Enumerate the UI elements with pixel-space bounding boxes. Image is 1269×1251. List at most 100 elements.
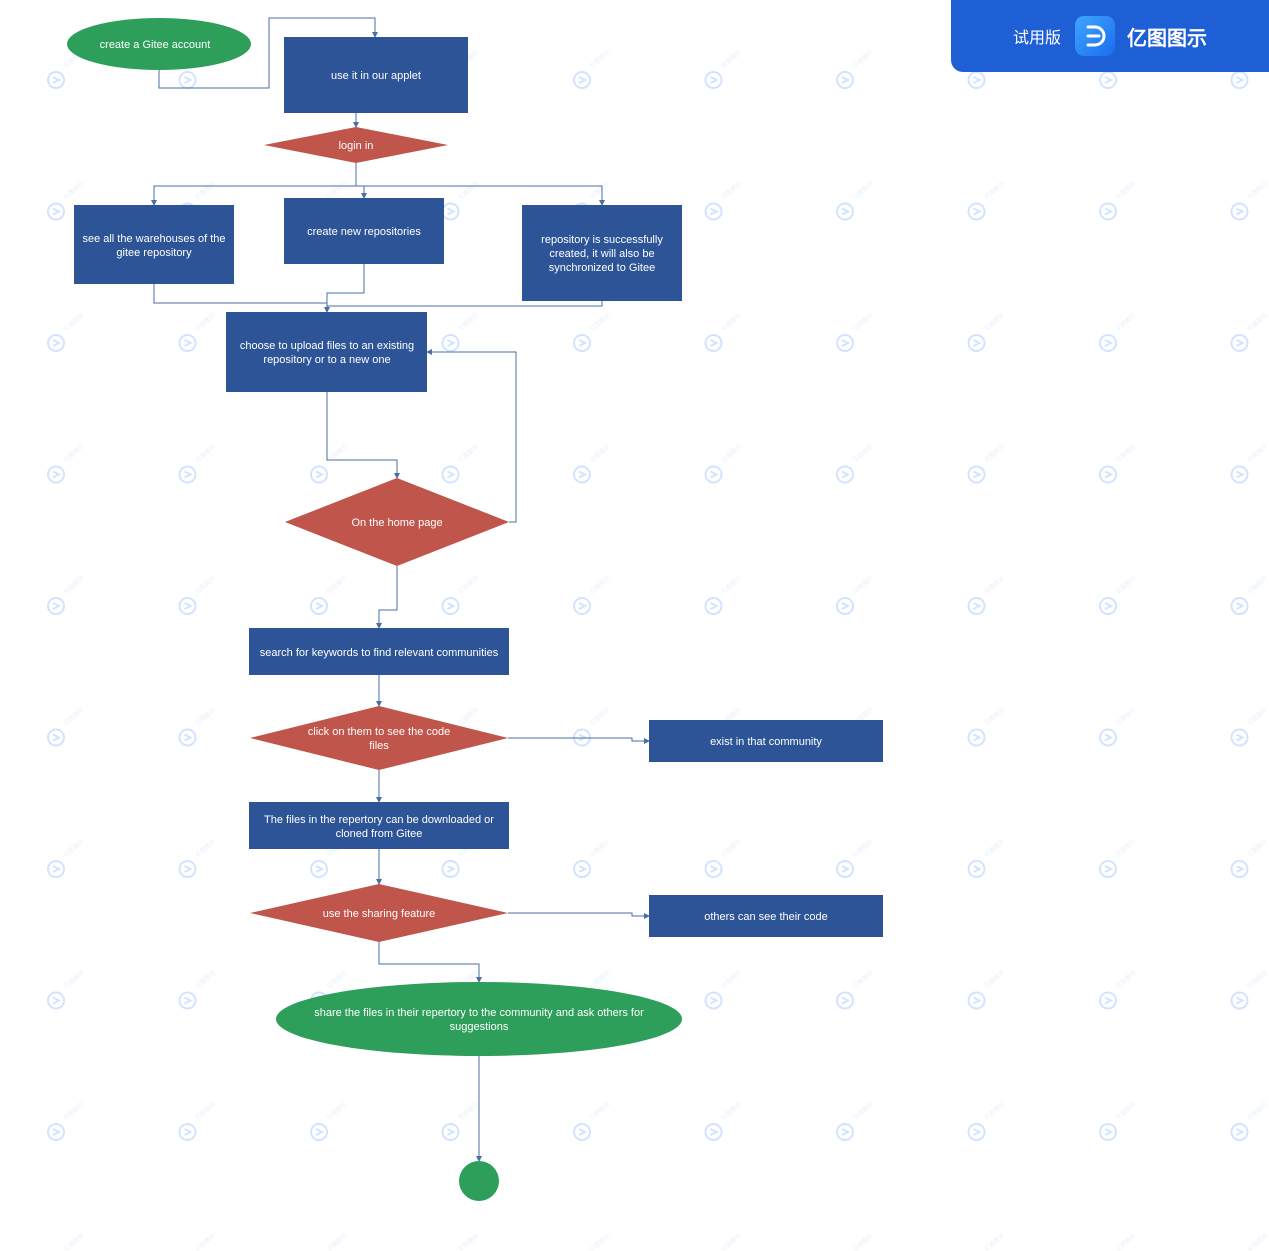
node-see-warehouses[interactable] [74, 205, 234, 284]
label-line: login in [339, 140, 374, 152]
conn-choose-to-home [326, 392, 400, 479]
node-create-repos[interactable] [284, 198, 444, 264]
label-line: click on them to see the code [308, 726, 450, 738]
node-share-files[interactable] [276, 982, 682, 1056]
conn-sharing-to-share [378, 942, 482, 983]
label-line: files [369, 740, 389, 752]
label-search-keywords: search for keywords to find relevant com… [260, 647, 499, 659]
watermark-icon [967, 441, 1008, 484]
node-others-see[interactable] [649, 895, 883, 937]
watermark-icon [1099, 572, 1139, 615]
label-line: gitee repository [116, 247, 192, 259]
watermark-icon [47, 835, 87, 878]
watermark-icon [47, 967, 87, 1010]
watermark-icon [1230, 967, 1269, 1010]
watermark-icon [836, 1230, 876, 1251]
node-login[interactable] [264, 127, 448, 163]
watermark-icon [1230, 309, 1269, 352]
watermark-icon [967, 572, 1008, 615]
watermark-icon [1099, 441, 1139, 484]
label-line: use it in our applet [331, 70, 421, 82]
watermark-icon [1230, 1230, 1269, 1251]
watermark-icon [967, 309, 1008, 352]
node-repo-created[interactable] [522, 205, 682, 301]
label-line: exist in that community [710, 736, 822, 748]
edraw-logo-icon [1075, 16, 1116, 56]
label-share-files: share the files in their repertory to th… [314, 1007, 644, 1033]
label-sharing-feature: use the sharing feature [323, 908, 436, 920]
connector-layer [151, 17, 650, 1162]
watermark-icon [47, 441, 87, 484]
node-choose-upload[interactable] [226, 312, 427, 392]
label-line: On the home page [351, 517, 442, 529]
watermark-icon [1230, 178, 1269, 221]
trial-label: 试用版 [1013, 28, 1062, 47]
watermark-icon [836, 572, 876, 615]
label-click-code: click on them to see the code files [308, 726, 450, 752]
node-use-applet[interactable] [284, 37, 468, 113]
watermark-icon [704, 309, 745, 352]
watermark-icon [441, 1098, 482, 1141]
conn-login-to-create [356, 185, 367, 199]
watermark-icon [967, 704, 1008, 747]
watermark-icon [178, 967, 219, 1010]
watermark-icon [1099, 178, 1139, 221]
node-home-page[interactable] [285, 478, 509, 566]
watermark-icon [47, 1230, 87, 1251]
watermark-icon [836, 46, 876, 89]
label-files-download: The files in the repertory can be downlo… [264, 814, 494, 840]
conn-warehouses-to-choose [153, 284, 330, 313]
label-see-warehouses: see all the warehouses of the gitee repos… [82, 233, 225, 259]
label-line: repository is successfully [541, 234, 663, 246]
watermark-icon [967, 967, 1008, 1010]
watermark-icon [441, 441, 482, 484]
conn-sharing-to-others [508, 912, 650, 919]
conn-login-to-created [356, 185, 605, 206]
watermark-icon [836, 178, 876, 221]
watermark-icon [967, 178, 1008, 221]
watermark-icon [441, 1230, 482, 1251]
watermark-icon [573, 572, 613, 615]
watermark-icon [1230, 1098, 1269, 1141]
watermark-icon [836, 1098, 876, 1141]
trial-badge[interactable]: 试用版 亿图图示 [951, 0, 1269, 72]
watermark-icon [704, 441, 745, 484]
watermark-icon [573, 1230, 613, 1251]
watermark-icon [1230, 704, 1269, 747]
watermark-icon [178, 704, 219, 747]
watermark-icon [573, 704, 613, 747]
node-click-code[interactable] [250, 706, 508, 770]
watermark-icon [573, 309, 613, 352]
watermark-icon [704, 572, 745, 615]
conn-created-to-choose [327, 301, 603, 307]
label-line: choose to upload files to an existing [240, 340, 414, 352]
label-line: others can see their code [704, 911, 828, 923]
watermark-icon [1230, 572, 1269, 615]
watermark-icon [178, 572, 219, 615]
watermark-icon [836, 967, 876, 1010]
watermark-icon [573, 441, 613, 484]
conn-create-to-choose [326, 264, 365, 312]
watermark-icon [967, 1230, 1008, 1251]
conn-click-to-exist [508, 737, 650, 744]
node-create-account[interactable] [67, 18, 251, 70]
label-line: cloned from Gitee [336, 828, 423, 840]
label-home-page: On the home page [351, 517, 442, 529]
node-layer [67, 18, 883, 1201]
watermark-icon [178, 309, 219, 352]
label-line: see all the warehouses of the [82, 233, 225, 245]
watermark-icon [573, 835, 613, 878]
node-files-download[interactable] [249, 802, 509, 849]
watermark-icon [47, 1098, 87, 1141]
node-end[interactable] [459, 1161, 499, 1201]
node-exist-community[interactable] [649, 720, 883, 762]
node-sharing-feature[interactable] [250, 884, 508, 942]
label-create-account: create a Gitee account [100, 39, 211, 51]
watermark-icon [1099, 835, 1139, 878]
label-line: share the files in their repertory to th… [314, 1007, 644, 1019]
watermark-icon [310, 441, 350, 484]
node-search-keywords[interactable] [249, 628, 509, 675]
label-line: create new repositories [307, 226, 421, 238]
